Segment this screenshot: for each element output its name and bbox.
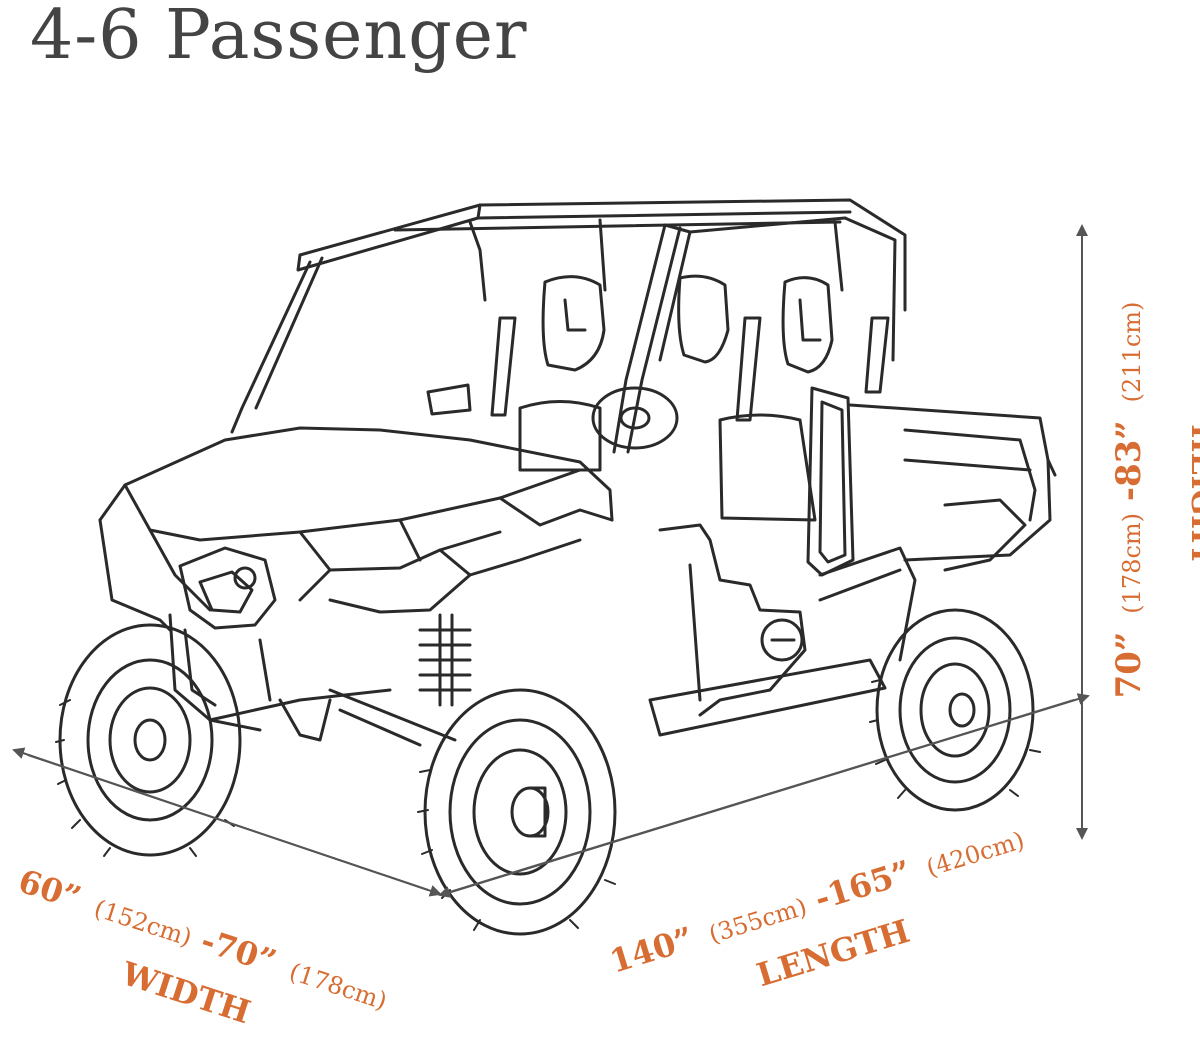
- rear-right-wheel: [875, 608, 1035, 812]
- height-max-in: -83”: [1109, 420, 1149, 501]
- side-mirror: [426, 383, 472, 416]
- length-dimension-label: 140” (355cm) -165” (420cm) LENGTH: [605, 826, 1028, 994]
- steering-wheel: [591, 386, 679, 450]
- width-max-in: -70”: [197, 921, 281, 981]
- height-max-cm: (211cm): [1118, 302, 1146, 403]
- width-dimension-label: 60” (152cm) -70” (178cm) WIDTH: [14, 862, 390, 1032]
- width-min-in: 60”: [14, 862, 86, 918]
- front-body: [98, 426, 614, 632]
- side-panel: [658, 386, 917, 717]
- length-min-cm: (355cm): [706, 893, 811, 949]
- page-title: 4-6 Passenger: [30, 0, 528, 75]
- front-right-wheel: [423, 688, 617, 936]
- length-max-in: -165”: [810, 853, 915, 918]
- cargo-bed: [848, 403, 1057, 572]
- height-min-cm: (178cm): [1118, 513, 1146, 614]
- height-caption: HEIGHT: [1184, 424, 1200, 566]
- length-max-cm: (420cm): [923, 826, 1028, 882]
- height-dimension-label: 70” (178cm) -83” (211cm): [1109, 302, 1149, 699]
- front-suspension: [328, 613, 472, 747]
- running-board: [648, 658, 887, 737]
- front-left-wheel: [58, 623, 242, 857]
- seat-belts: [490, 316, 890, 422]
- front-bumper: [168, 613, 392, 742]
- height-label: HEIGHT: [1184, 424, 1200, 566]
- seats: [518, 274, 834, 522]
- svg-text:70” (178cm) -8: 70” (178cm) -83” (211cm): [1109, 302, 1149, 699]
- height-min-in: 70”: [1109, 632, 1149, 699]
- dimension-arrows: [12, 224, 1090, 898]
- roll-cage: [230, 198, 907, 454]
- width-max-cm: (178cm): [286, 958, 390, 1016]
- width-min-cm: (152cm): [91, 894, 195, 952]
- length-min-in: 140”: [605, 919, 698, 980]
- utv-illustration: [55, 198, 1057, 936]
